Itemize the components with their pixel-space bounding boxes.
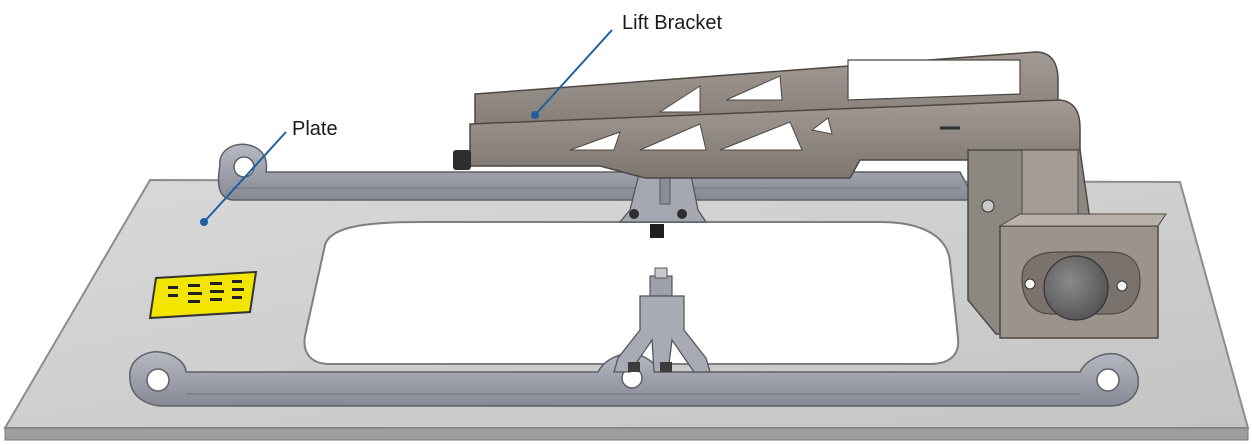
rear-center-support	[618, 169, 708, 238]
leader-line-plate	[203, 131, 287, 223]
leader-dot-plate	[200, 218, 208, 226]
callout-plate: Plate	[200, 118, 338, 226]
leader-dot-lift-bracket	[531, 111, 539, 119]
leader-line-lift-bracket	[534, 29, 613, 116]
label-plate: Plate	[292, 118, 338, 140]
lift-bracket-front-arm	[453, 99, 1081, 179]
front-center-support	[613, 267, 711, 373]
front-rail	[129, 351, 1140, 407]
label-lift-bracket: Lift Bracket	[622, 12, 722, 34]
warning-label	[148, 270, 258, 320]
side-motor-assembly	[967, 149, 1167, 339]
base-plate	[3, 178, 1250, 441]
callout-lift-bracket: Lift Bracket	[531, 12, 722, 119]
rear-rail	[217, 143, 977, 201]
